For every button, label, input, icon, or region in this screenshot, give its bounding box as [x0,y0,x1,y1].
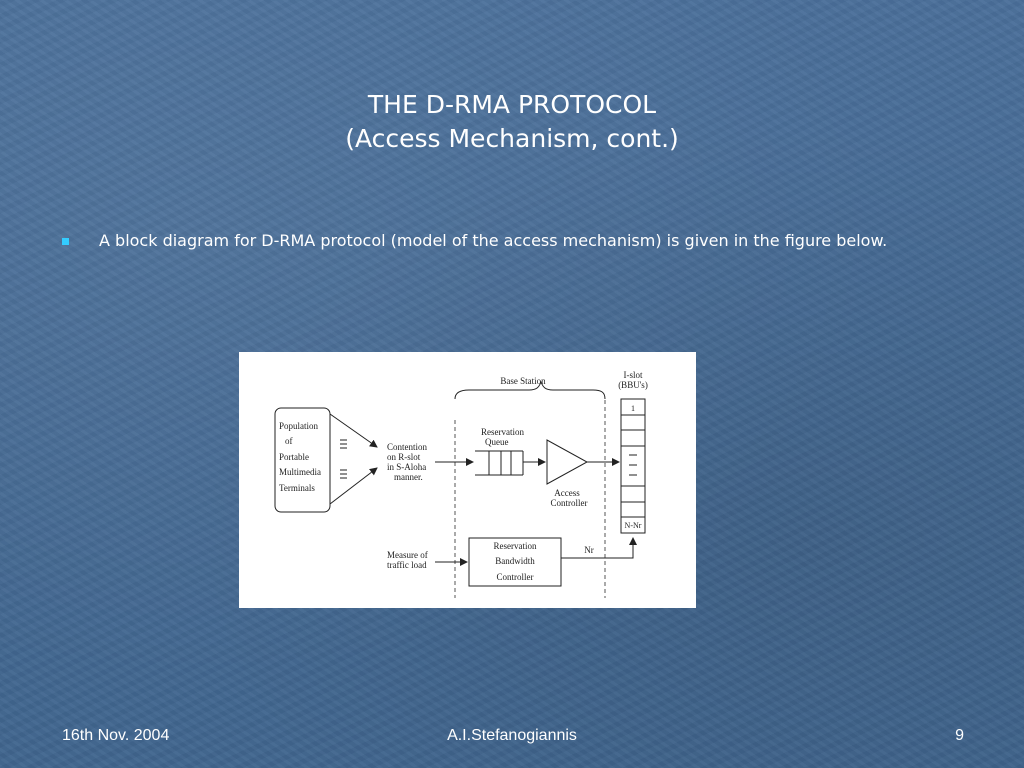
population-line-5: Terminals [279,483,315,493]
title-line-2: (Access Mechanism, cont.) [345,124,679,153]
bullet-item: A block diagram for D-RMA protocol (mode… [62,229,964,253]
contention-line-4: manner. [394,472,423,482]
nr-label: Nr [584,545,594,555]
base-station-brace [454,380,606,400]
measure-line-2: traffic load [387,560,427,570]
rbc-line-2: Bandwidth [495,556,535,566]
islot-column [620,398,646,534]
contention-line-3: in S-Aloha [387,462,426,472]
islot-label: I-slot [624,370,643,380]
access-controller-line-1: Access [554,488,580,498]
slide-title: THE D-RMA PROTOCOL (Access Mechanism, co… [0,88,1024,156]
islot-bbu-label: (BBU's) [618,380,648,390]
bullet-text: A block diagram for D-RMA protocol (mode… [99,231,888,250]
population-line-1: Population [279,421,319,431]
population-line-3: Portable [279,452,309,462]
population-line-2: of [285,436,293,446]
footer-author: A.I.Stefanogiannis [447,727,577,744]
slot-last-label: N-Nr [625,521,642,530]
square-bullet-icon [62,238,69,245]
block-diagram-svg: Base Station I-slot (BBU's) 1 N-Nr Popul… [274,370,648,598]
population-line-4: Multimedia [279,467,321,477]
title-line-1: THE D-RMA PROTOCOL [367,90,657,119]
rbc-line-1: Reservation [494,541,537,551]
reservation-queue [475,450,524,476]
base-station-label: Base Station [500,376,546,386]
contention-line-2: on R-slot [387,452,421,462]
footer-page-number: 9 [955,727,964,744]
contention-line-1: Contention [387,442,427,452]
block-diagram: Base Station I-slot (BBU's) 1 N-Nr Popul… [239,352,696,608]
terminal-marks [340,439,347,479]
access-controller-line-2: Controller [551,498,588,508]
rbc-box [468,537,562,587]
measure-line-1: Measure of [387,550,428,560]
footer-date: 16th Nov. 2004 [62,727,170,744]
access-controller-triangle [546,439,589,485]
population-box [274,407,331,513]
queue-label-line-1: Reservation [481,427,524,437]
rbc-line-3: Controller [497,572,534,582]
queue-label-line-2: Queue [485,437,509,447]
slot-first-label: 1 [631,404,635,413]
